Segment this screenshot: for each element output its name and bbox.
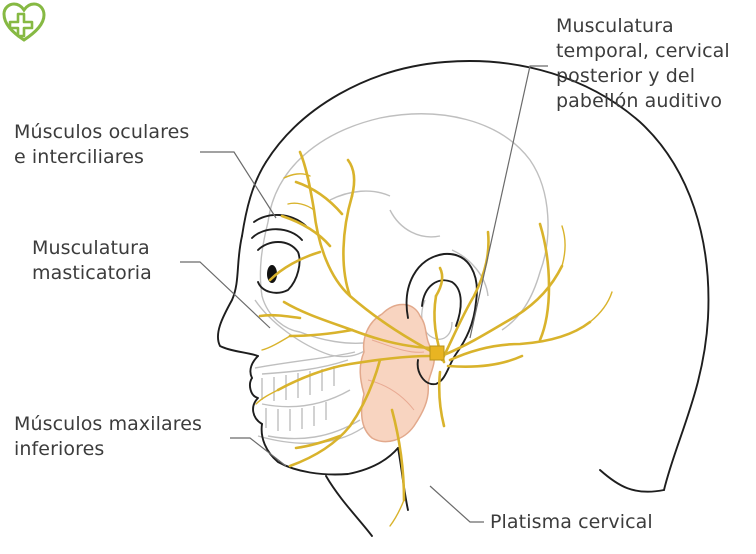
label-musculatura-masticatoria: Musculatura masticatoria — [32, 236, 152, 286]
label-musculatura-temporal: Musculatura temporal, cervical posterior… — [556, 14, 730, 114]
leader-line-ocular — [200, 152, 276, 218]
label-platisma-cervical: Platisma cervical — [490, 510, 653, 535]
leader-line-masticatoria — [180, 262, 270, 328]
parotid-gland — [360, 304, 434, 441]
leader-line-temporal — [470, 66, 548, 338]
heart-cross-logo-icon — [0, 0, 48, 44]
label-musculos-maxilares: Músculos maxilares inferiores — [14, 412, 202, 462]
leader-line-platisma — [430, 486, 484, 522]
label-musculos-oculares: Músculos oculares e interciliares — [14, 120, 189, 170]
stylomastoid-foramen — [430, 346, 444, 360]
